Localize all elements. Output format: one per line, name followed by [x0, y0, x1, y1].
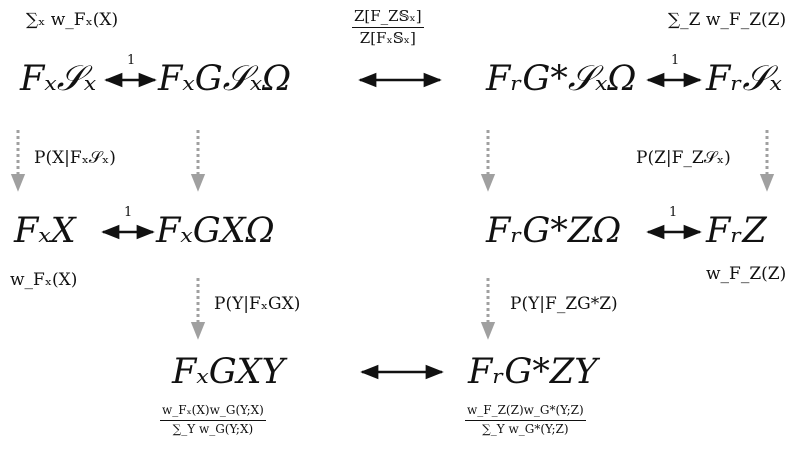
bottom-right-weight-denominator: ∑_Y w_G*(Y;Z): [482, 421, 569, 436]
prob-x-given-fx-sx: P(X|Fₓ𝒮ₓ): [34, 148, 116, 168]
bottom-left-weight: w_Fₓ(X)w_G(Y;X) ∑_Y w_G(Y;X): [160, 403, 266, 437]
bottom-left-weight-denominator: ∑_Y w_G(Y;X): [172, 421, 254, 436]
prob-y-given-fz-gstar-z: P(Y|F_ZG*Z): [510, 294, 618, 314]
arrow-label-top-left: 1: [127, 53, 136, 68]
node-fz-gstar-z-omega: FᵣG*ZΩ: [486, 211, 622, 251]
node-fz-gstar-sx-omega: FᵣG*𝒮ₓΩ: [486, 59, 637, 99]
node-fx-x: FₓX: [14, 211, 76, 251]
top-left-sum-weight: ∑ₓ w_Fₓ(X): [26, 10, 119, 30]
bottom-left-weight-numerator: w_Fₓ(X)w_G(Y;X): [160, 403, 266, 421]
node-fx-g-x-omega: FₓGXΩ: [156, 211, 275, 251]
node-fx-g-sx-omega: FₓG𝒮ₓΩ: [158, 59, 292, 99]
mid-right-weight: w_F_Z(Z): [706, 264, 787, 284]
prob-z-given-fz-sx: P(Z|F_Z𝒮ₓ): [636, 148, 731, 168]
top-right-sum-weight: ∑_Z w_F_Z(Z): [668, 10, 787, 30]
top-center-ratio: Z[F_Z𝕊ₓ] Z[Fₓ𝕊ₓ]: [352, 7, 424, 48]
mid-left-weight: w_Fₓ(X): [10, 270, 78, 290]
arrow-label-mid-right: 1: [669, 205, 678, 220]
bottom-right-weight: w_F_Z(Z)w_G*(Y;Z) ∑_Y w_G*(Y;Z): [465, 403, 586, 437]
arrow-label-mid-left: 1: [124, 205, 133, 220]
bottom-right-weight-numerator: w_F_Z(Z)w_G*(Y;Z): [465, 403, 586, 421]
node-fz-z: FᵣZ: [706, 211, 767, 251]
node-fx-sx: Fₓ𝒮ₓ: [20, 59, 97, 99]
arrow-label-top-right: 1: [671, 53, 680, 68]
node-fz-sx: Fᵣ𝒮ₓ: [706, 59, 782, 99]
node-fx-g-x-y: FₓGXY: [172, 352, 285, 392]
top-center-ratio-numerator: Z[F_Z𝕊ₓ]: [352, 7, 424, 29]
top-center-ratio-denominator: Z[Fₓ𝕊ₓ]: [359, 29, 416, 48]
node-fz-gstar-z-y: FᵣG*ZY: [468, 352, 598, 392]
prob-y-given-fx-g-x: P(Y|FₓGX): [214, 294, 301, 314]
